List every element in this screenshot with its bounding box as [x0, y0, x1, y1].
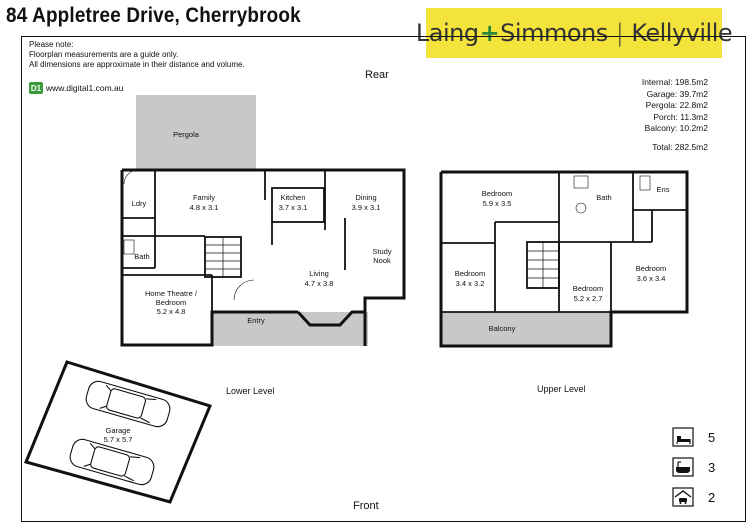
- car-icon: [85, 380, 171, 428]
- bedroom-3-dims: 5.2 x 2.7: [574, 294, 603, 303]
- study-label-2: Nook: [373, 256, 391, 265]
- family-dims: 4.8 x 3.1: [190, 203, 219, 212]
- home-theatre-label-2: Bedroom: [156, 298, 186, 307]
- bedroom-count-value: 5: [708, 429, 716, 445]
- bedroom-1-dims: 5.9 x 3.5: [483, 199, 512, 208]
- bathroom-count: 3: [672, 457, 715, 477]
- study-label: Study: [372, 247, 391, 256]
- bedroom-2-label: Bedroom: [455, 269, 485, 278]
- toilet: [123, 239, 135, 255]
- plan-frame: [21, 36, 746, 522]
- agency-logo: Laing+Simmons|Kellyville: [416, 8, 733, 58]
- toilet: [575, 202, 587, 214]
- bedroom-2-dims: 3.4 x 3.2: [456, 279, 485, 288]
- home-theatre-label: Home Theatre /: [145, 289, 198, 298]
- garage-dims: 5.7 x 5.7: [104, 435, 133, 444]
- garage-plan: Garage 5.7 x 5.7: [23, 360, 213, 504]
- plus-icon: +: [479, 19, 500, 47]
- garage-count-value: 2: [708, 489, 716, 505]
- website-url: www.digital1.com.au: [46, 83, 124, 93]
- pergola-label: Pergola: [173, 130, 200, 139]
- lower-level-plan: Pergola Ldry Family 4.8 x 3.1 Kitchen 3.…: [120, 95, 406, 347]
- disclaimer-note: Please note: Floorplan measurements are …: [29, 40, 245, 70]
- bath-icon: [672, 457, 694, 477]
- website-credit: D1 www.digital1.com.au: [29, 82, 123, 94]
- kitchen-dims: 3.7 x 3.1: [279, 203, 308, 212]
- vanity: [573, 175, 589, 189]
- entry-label: Entry: [247, 316, 265, 325]
- bath-upper-label: Bath: [596, 193, 611, 202]
- ensuite-label: Ens: [657, 185, 670, 194]
- digital1-logo-icon: D1: [29, 82, 43, 94]
- area-internal: Internal: 198.5m2: [641, 77, 708, 87]
- page-title: 84 Appletree Drive, Cherrybrook: [6, 4, 301, 27]
- toilet: [639, 175, 651, 191]
- car-icon: [69, 438, 155, 486]
- bath-label: Bath: [134, 252, 149, 261]
- kitchen-bench: [271, 187, 325, 223]
- entry-door-swing: [233, 279, 255, 301]
- door-swing: [123, 169, 139, 185]
- area-garage: Garage: 39.7m2: [646, 88, 708, 99]
- bedroom-3-label: Bedroom: [573, 284, 603, 293]
- bedroom-1-label: Bedroom: [482, 189, 512, 198]
- area-pergola: Pergola: 22.8m2: [645, 100, 708, 110]
- lower-outer-wall: [122, 168, 406, 346]
- garage-count: 2: [672, 487, 715, 507]
- note-line: Please note:: [29, 40, 74, 49]
- rear-label: Rear: [365, 69, 389, 81]
- bed-icon: [672, 427, 694, 447]
- dining-label: Dining: [355, 193, 376, 202]
- balcony-label: Balcony: [489, 324, 516, 333]
- note-line: Floorplan measurements are a guide only.: [29, 50, 179, 59]
- area-balcony: Balcony: 10.2m2: [644, 123, 708, 133]
- dining-dims: 3.9 x 3.1: [352, 203, 381, 212]
- brand-name-right: Simmons: [500, 19, 608, 47]
- upper-level-plan: Bedroom 5.9 x 3.5 Bath Ens Bedroom 3.4 x…: [439, 170, 689, 348]
- kitchen-label: Kitchen: [280, 193, 305, 202]
- bay-window: [296, 310, 365, 327]
- area-porch: Porch: 11.3m2: [653, 111, 708, 122]
- brand-location: Kellyville: [631, 19, 733, 47]
- bathroom-count-value: 3: [708, 459, 716, 475]
- living-dims: 4.7 x 3.8: [305, 279, 334, 288]
- area-total: Total: 282.5m2: [652, 141, 708, 152]
- note-line: All dimensions are approximate in their …: [29, 60, 245, 69]
- pergola-area: [136, 95, 256, 170]
- brand-divider: |: [615, 19, 624, 47]
- family-label: Family: [193, 193, 215, 202]
- area-summary: Internal: 198.5m2 Garage: 39.7m2 Pergola…: [642, 77, 708, 153]
- bedroom-count: 5: [672, 427, 715, 447]
- front-label: Front: [353, 500, 379, 512]
- lower-outer-wall: [120, 170, 298, 347]
- balcony-area: [441, 312, 611, 346]
- garage-icon: [672, 487, 694, 507]
- bedroom-4-label: Bedroom: [636, 264, 666, 273]
- home-theatre-dims: 5.2 x 4.8: [157, 307, 186, 316]
- brand-name-left: Laing: [415, 19, 479, 47]
- bedroom-4-dims: 3.6 x 3.4: [637, 274, 666, 283]
- upper-level-label: Upper Level: [537, 384, 586, 394]
- entry-porch-area: [212, 312, 368, 346]
- laundry-label: Ldry: [132, 199, 147, 208]
- garage-label: Garage: [105, 426, 130, 435]
- garage-wall: [23, 360, 213, 504]
- lower-level-label: Lower Level: [226, 386, 275, 396]
- living-label: Living: [309, 269, 329, 278]
